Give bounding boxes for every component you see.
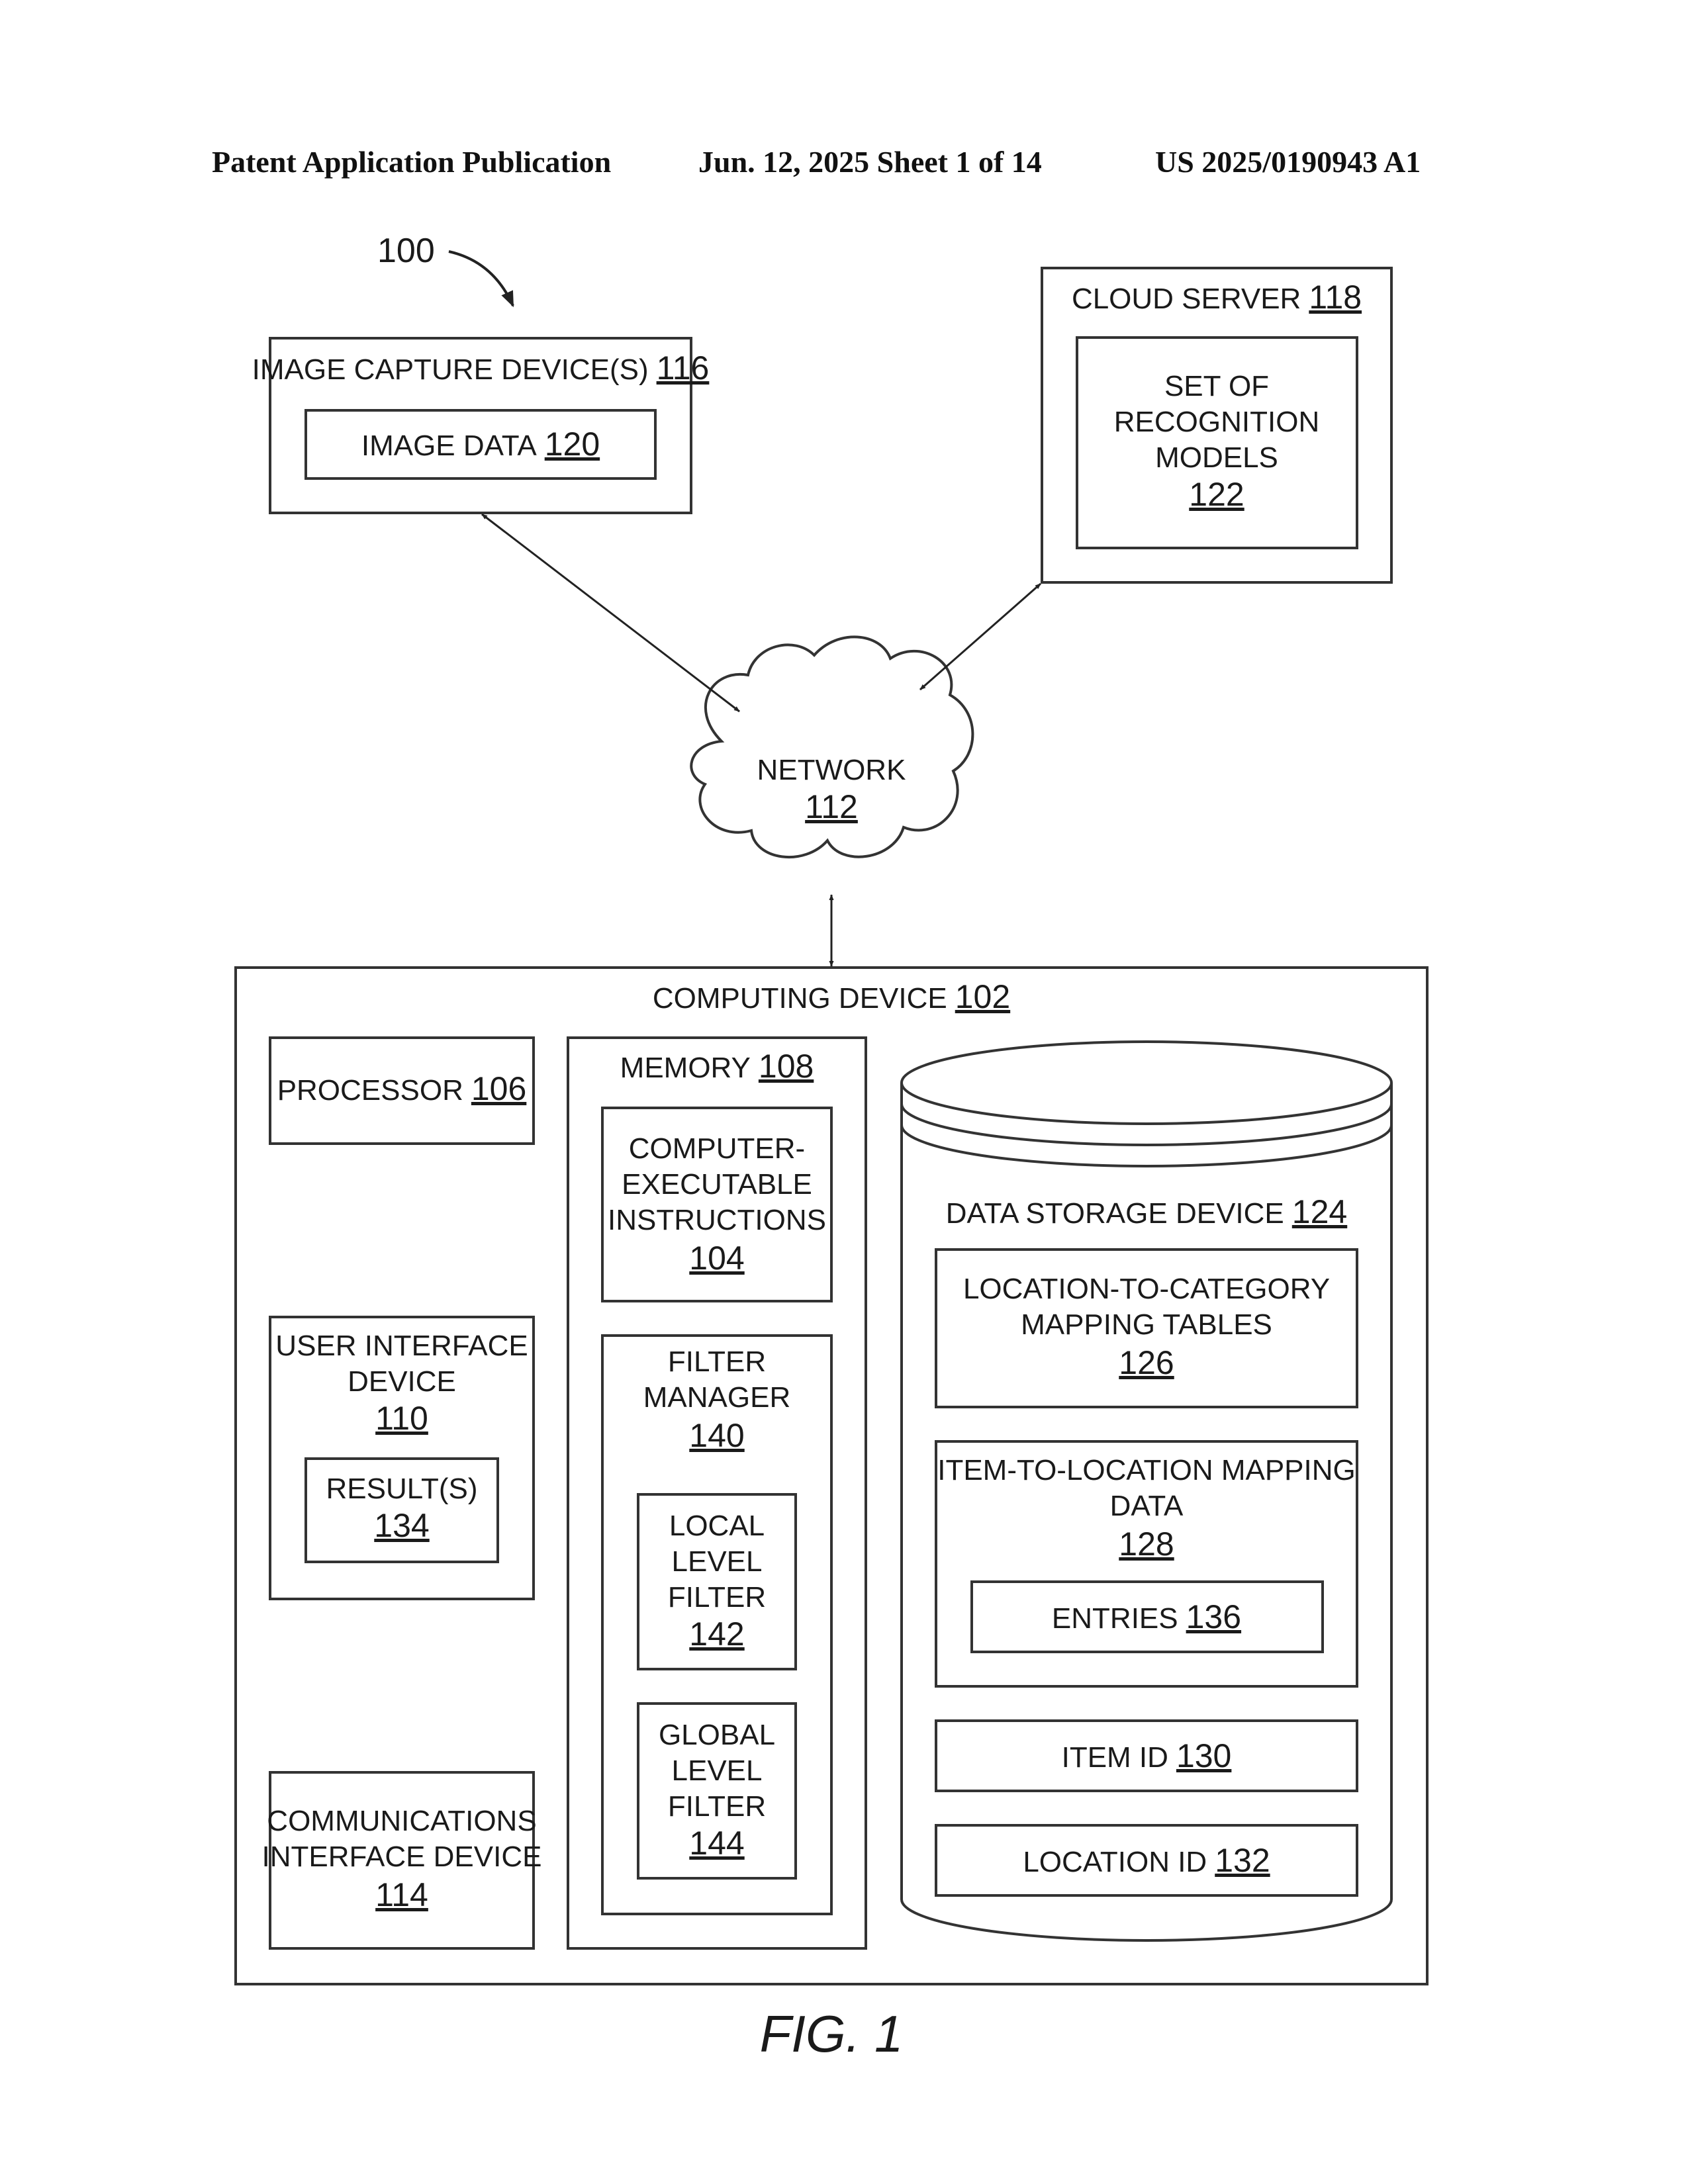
recognition-line3: MODELS xyxy=(1155,441,1278,474)
filter-manager-line1: FILTER xyxy=(668,1345,766,1378)
cloud-server-label: CLOUD SERVER118 xyxy=(1072,279,1362,316)
global-filter-line3: FILTER xyxy=(668,1790,766,1823)
comm-device-line2: INTERFACE DEVICE xyxy=(262,1841,542,1873)
instructions-num: 104 xyxy=(689,1240,744,1277)
global-filter-line2: LEVEL xyxy=(672,1754,763,1787)
connector-capture-network xyxy=(482,514,739,711)
ui-device-line2: DEVICE xyxy=(348,1365,456,1398)
local-filter-line1: LOCAL xyxy=(669,1510,765,1542)
image-data-label: IMAGE DATA120 xyxy=(361,426,600,463)
filter-manager-line2: MANAGER xyxy=(643,1381,790,1414)
network-num: 112 xyxy=(805,788,858,825)
item-id-label: ITEM ID130 xyxy=(1062,1737,1232,1774)
image-capture-label: IMAGE CAPTURE DEVICE(S)116 xyxy=(252,349,710,387)
instructions-line2: EXECUTABLE xyxy=(622,1168,812,1201)
item-loc-line2: DATA xyxy=(1110,1490,1184,1522)
entries-label: ENTRIES136 xyxy=(1052,1598,1241,1635)
ui-device-line1: USER INTERFACE xyxy=(275,1330,528,1362)
item-loc-num: 128 xyxy=(1119,1525,1174,1563)
recognition-line2: RECOGNITION xyxy=(1114,406,1319,438)
filter-manager-num: 140 xyxy=(689,1417,744,1454)
loc-cat-num: 126 xyxy=(1119,1344,1174,1381)
location-id-label: LOCATION ID132 xyxy=(1023,1842,1270,1879)
item-loc-line1: ITEM-TO-LOCATION MAPPING xyxy=(937,1454,1356,1486)
loc-cat-line2: MAPPING TABLES xyxy=(1021,1308,1272,1341)
instructions-line3: INSTRUCTIONS xyxy=(608,1204,826,1236)
results-num: 134 xyxy=(374,1507,429,1544)
instructions-line1: COMPUTER- xyxy=(629,1132,805,1165)
recognition-num: 122 xyxy=(1189,476,1244,513)
figure-caption: FIG. 1 xyxy=(760,2005,904,2063)
loc-cat-line1: LOCATION-TO-CATEGORY xyxy=(963,1273,1330,1305)
network-label: NETWORK xyxy=(757,754,906,786)
figure-ref-arrow xyxy=(449,251,513,306)
global-filter-line1: GLOBAL xyxy=(659,1719,775,1751)
cylinder-top xyxy=(902,1042,1391,1124)
local-filter-num: 142 xyxy=(689,1615,744,1653)
results-label: RESULT(S) xyxy=(326,1473,478,1505)
comm-device-line1: COMMUNICATIONS xyxy=(267,1805,536,1837)
comm-device-num: 114 xyxy=(375,1876,428,1913)
figure-ref: 100 xyxy=(377,232,435,270)
memory-label: MEMORY108 xyxy=(620,1048,814,1085)
processor-label: PROCESSOR106 xyxy=(277,1070,527,1107)
computing-device-label: COMPUTING DEVICE102 xyxy=(653,978,1010,1015)
local-filter-line2: LEVEL xyxy=(672,1545,763,1578)
recognition-line1: SET OF xyxy=(1164,370,1269,402)
connector-cloud-network xyxy=(920,584,1041,690)
global-filter-num: 144 xyxy=(689,1825,744,1862)
ui-device-num: 110 xyxy=(375,1400,428,1437)
local-filter-line3: FILTER xyxy=(668,1581,766,1614)
